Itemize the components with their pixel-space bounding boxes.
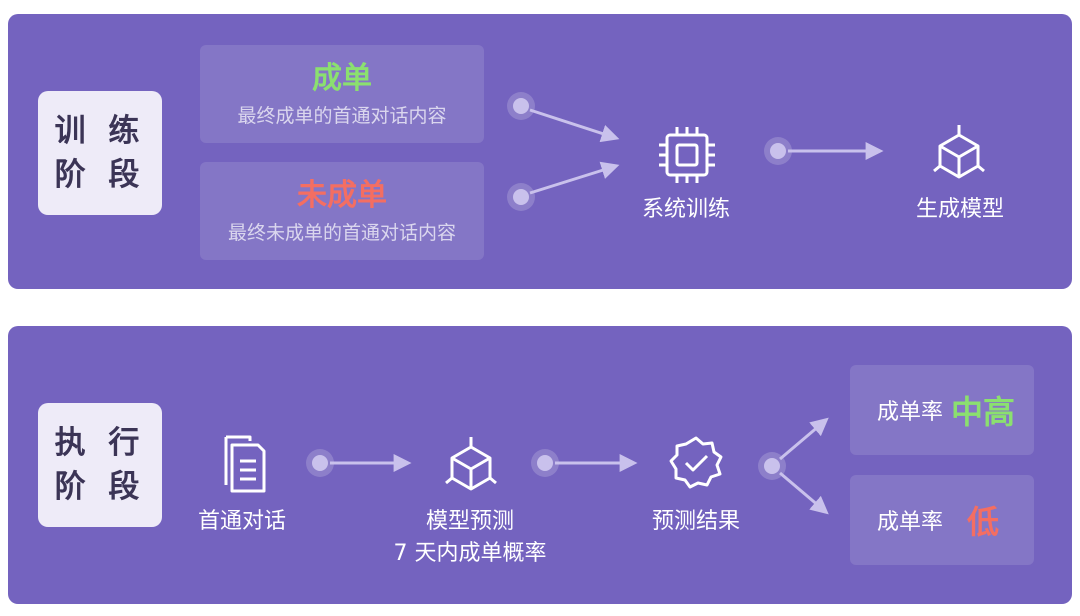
lost-title: 未成单 [297, 178, 387, 213]
high-rate-label: 成单率 [877, 400, 944, 425]
call-label: 首通对话 [197, 509, 286, 534]
predict-label-line1: 模型预测 [425, 509, 514, 534]
high-rate-value: 中高 [951, 393, 1016, 431]
training-stage-line2: 阶 段 [54, 157, 146, 193]
high-rate-card: 成单率 中高 [850, 365, 1034, 455]
low-rate-card: 成单率 低 [850, 475, 1034, 565]
low-rate-value: 低 [967, 503, 1000, 541]
training-stage-line1: 训 练 [54, 113, 146, 149]
result-label: 预测结果 [651, 509, 740, 534]
lost-card: 未成单 最终未成单的首通对话内容 [200, 162, 484, 260]
low-rate-label: 成单率 [877, 510, 944, 535]
execution-stage-line1: 执 行 [54, 425, 146, 461]
execution-stage-line2: 阶 段 [54, 469, 146, 505]
lost-desc: 最终未成单的首通对话内容 [227, 222, 456, 244]
model-label: 生成模型 [915, 197, 1004, 222]
train-label: 系统训练 [641, 197, 730, 222]
execution-stage-badge: 执 行 阶 段 [38, 403, 162, 527]
won-desc: 最终成单的首通对话内容 [237, 105, 447, 127]
predict-label: 模型预测 7 天内成单概率 [370, 506, 570, 570]
won-title: 成单 [312, 61, 372, 96]
training-panel [8, 14, 1072, 289]
predict-label-line2: 7 天内成单概率 [393, 541, 547, 566]
training-stage-badge: 训 练 阶 段 [38, 91, 162, 215]
won-card: 成单 最终成单的首通对话内容 [200, 45, 484, 143]
